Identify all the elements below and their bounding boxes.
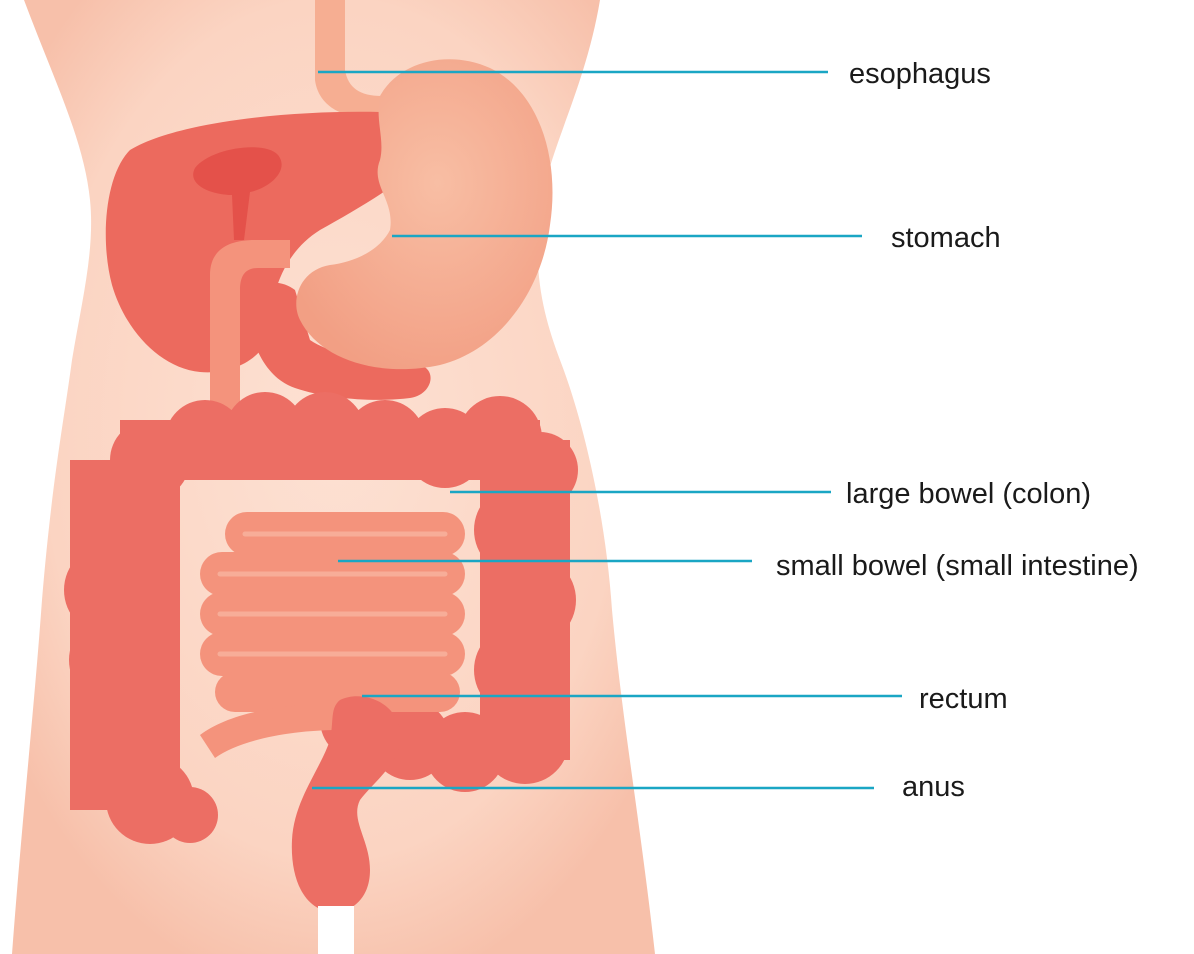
- label-rectum: rectum: [919, 685, 1008, 714]
- label-large-bowel: large bowel (colon): [846, 480, 1091, 509]
- legs-gap-shape: [318, 906, 354, 954]
- label-anus: anus: [902, 773, 965, 802]
- label-stomach: stomach: [891, 224, 1001, 253]
- label-small-bowel: small bowel (small intestine): [776, 552, 1139, 581]
- label-esophagus: esophagus: [849, 60, 991, 89]
